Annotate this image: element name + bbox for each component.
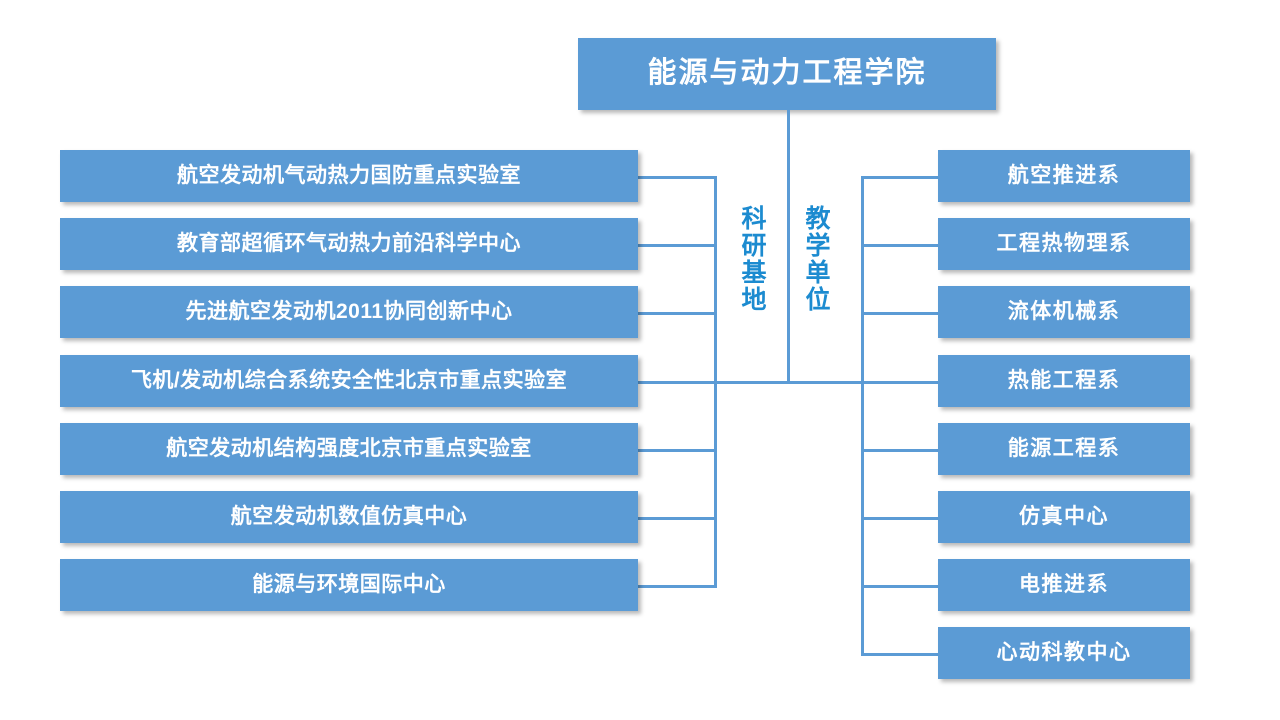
teaching-connector-7 — [861, 585, 941, 588]
root-node-energy-power-engineering-school[interactable]: 能源与动力工程学院 — [578, 38, 996, 110]
junction-horizontal-connector — [714, 381, 864, 384]
research-connector-6 — [637, 517, 717, 520]
research-connector-5 — [637, 449, 717, 452]
teaching-unit-label-1: 航空推进系 — [1007, 164, 1121, 188]
teaching-connector-8 — [861, 653, 941, 656]
branch-label-research: 科研基地 — [738, 205, 766, 313]
research-connector-3 — [637, 312, 717, 315]
teaching-unit-box-3[interactable]: 流体机械系 — [938, 286, 1190, 338]
research-unit-box-7[interactable]: 能源与环境国际中心 — [60, 559, 638, 611]
teaching-unit-label-8: 心动科教中心 — [996, 641, 1132, 665]
trunk-vertical-connector — [787, 110, 790, 384]
research-connector-4 — [637, 381, 717, 384]
research-unit-box-2[interactable]: 教育部超循环气动热力前沿科学中心 — [60, 218, 638, 270]
research-unit-label-2: 教育部超循环气动热力前沿科学中心 — [177, 232, 521, 256]
research-unit-label-1: 航空发动机气动热力国防重点实验室 — [177, 164, 521, 188]
teaching-connector-4 — [861, 381, 941, 384]
teaching-unit-label-7: 电推进系 — [1019, 573, 1109, 597]
teaching-connector-5 — [861, 449, 941, 452]
research-connector-7 — [637, 585, 717, 588]
teaching-connector-1 — [861, 176, 941, 179]
research-unit-box-1[interactable]: 航空发动机气动热力国防重点实验室 — [60, 150, 638, 202]
research-unit-label-3: 先进航空发动机2011协同创新中心 — [185, 300, 513, 324]
teaching-unit-label-4: 热能工程系 — [1007, 369, 1121, 393]
teaching-connector-6 — [861, 517, 941, 520]
branch-label-teaching: 教学单位 — [802, 205, 830, 313]
research-unit-box-3[interactable]: 先进航空发动机2011协同创新中心 — [60, 286, 638, 338]
teaching-branch-bus — [861, 176, 864, 654]
research-unit-label-4: 飞机/发动机综合系统安全性北京市重点实验室 — [130, 369, 568, 393]
teaching-unit-box-5[interactable]: 能源工程系 — [938, 423, 1190, 475]
research-unit-label-6: 航空发动机数值仿真中心 — [230, 505, 468, 529]
research-unit-label-5: 航空发动机结构强度北京市重点实验室 — [166, 437, 532, 461]
teaching-unit-box-1[interactable]: 航空推进系 — [938, 150, 1190, 202]
teaching-unit-box-4[interactable]: 热能工程系 — [938, 355, 1190, 407]
research-unit-box-5[interactable]: 航空发动机结构强度北京市重点实验室 — [60, 423, 638, 475]
research-connector-2 — [637, 244, 717, 247]
teaching-unit-label-2: 工程热物理系 — [996, 232, 1132, 256]
teaching-unit-box-8[interactable]: 心动科教中心 — [938, 627, 1190, 679]
research-unit-box-4[interactable]: 飞机/发动机综合系统安全性北京市重点实验室 — [60, 355, 638, 407]
research-connector-1 — [637, 176, 717, 179]
root-node-label: 能源与动力工程学院 — [647, 57, 927, 90]
teaching-unit-box-6[interactable]: 仿真中心 — [938, 491, 1190, 543]
teaching-unit-label-6: 仿真中心 — [1019, 505, 1109, 529]
teaching-unit-label-5: 能源工程系 — [1007, 437, 1121, 461]
research-unit-box-6[interactable]: 航空发动机数值仿真中心 — [60, 491, 638, 543]
teaching-connector-3 — [861, 312, 941, 315]
research-unit-label-7: 能源与环境国际中心 — [252, 573, 446, 597]
teaching-unit-label-3: 流体机械系 — [1007, 300, 1121, 324]
teaching-unit-box-7[interactable]: 电推进系 — [938, 559, 1190, 611]
teaching-connector-2 — [861, 244, 941, 247]
teaching-unit-box-2[interactable]: 工程热物理系 — [938, 218, 1190, 270]
